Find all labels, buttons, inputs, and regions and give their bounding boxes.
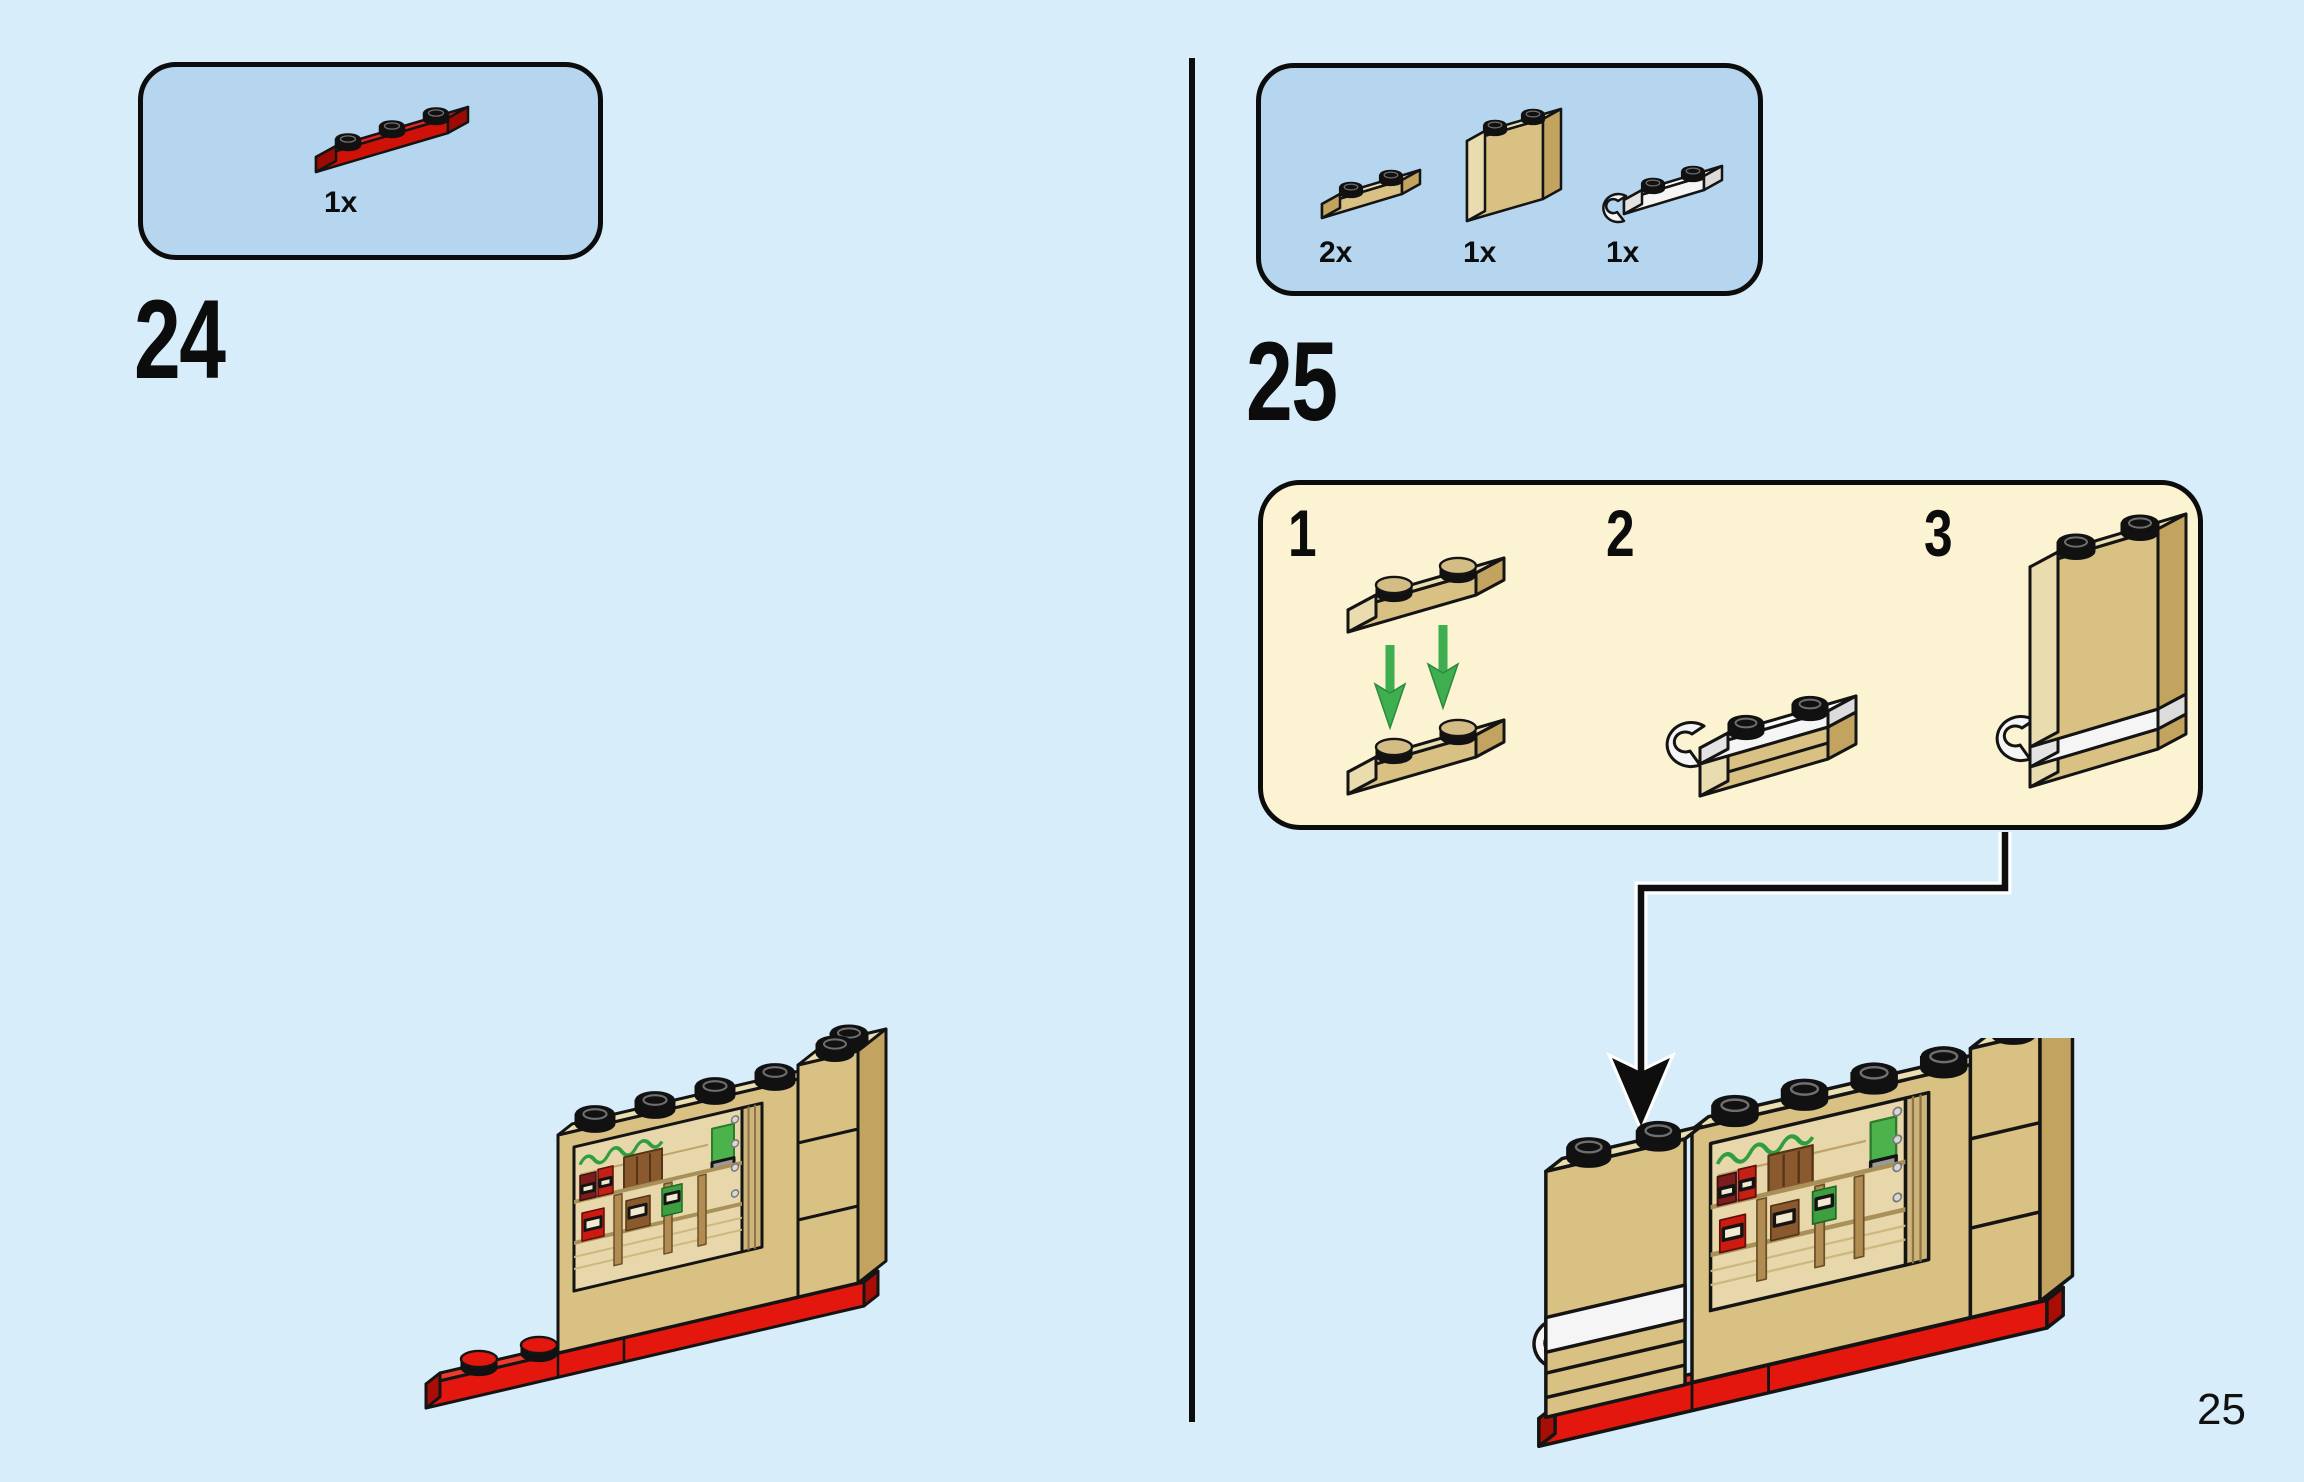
step25-part1-count: 2x [1319,236,1353,269]
step24-parts-box [138,62,603,260]
part-tan-plate-1x2-illustration [1320,168,1422,220]
part-white-clip-plate-illustration [1602,164,1724,224]
step24-part-count: 1x [324,186,358,219]
substep-2-number: 2 [1606,496,1635,570]
substep-3-number: 3 [1924,496,1953,570]
step25-build-illustration [1532,1038,2078,1458]
step24-number: 24 [134,277,226,402]
part-red-plate-1x3-illustration [314,105,470,174]
step24-build-illustration [408,1000,908,1430]
part-tan-brick-1x2-illustration [1465,107,1563,223]
step25-part3-count: 1x [1606,236,1640,269]
substeps-illustration [1346,512,2188,798]
assembly-flow-arrow-icon [1606,832,2012,1134]
step25-part2-count: 1x [1463,236,1497,269]
green-assembly-arrows [1373,625,1460,731]
column-divider [1189,58,1195,1422]
page-number: 25 [2197,1385,2246,1434]
step25-number: 25 [1246,319,1338,444]
substep-1-number: 1 [1288,496,1317,570]
